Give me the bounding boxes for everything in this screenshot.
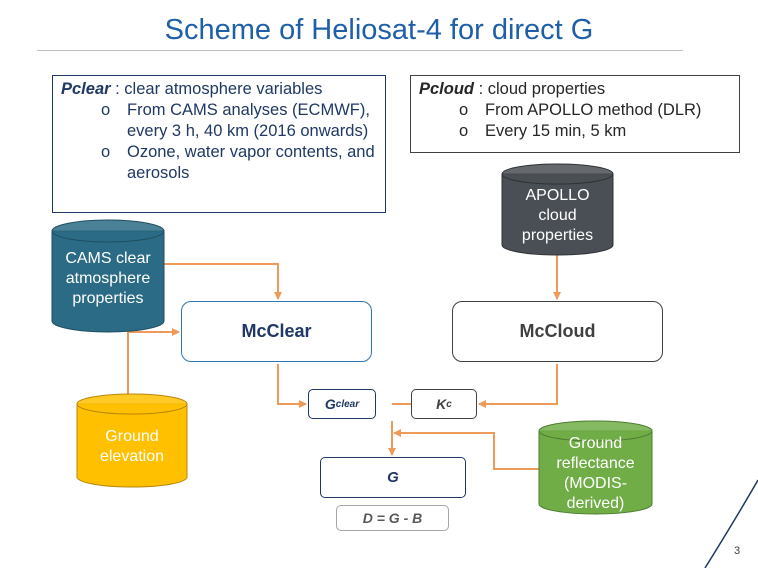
pcloud-info-box: Pcloud : cloud properties o From APOLLO … — [410, 75, 740, 153]
label-line: properties — [72, 290, 144, 307]
reflectance-cylinder: Ground reflectance (MODIS-derived) — [538, 420, 653, 516]
label-line: atmosphere — [65, 270, 151, 287]
cylinder-shape — [51, 219, 165, 333]
pcloud-bullet-text: Every 15 min, 5 km — [485, 122, 627, 140]
label-line: derived) — [566, 495, 625, 512]
apollo-cylinder-label: APOLLO cloud properties — [501, 183, 614, 249]
bullet-marker: o — [459, 122, 469, 140]
pcloud-heading: Pcloud : cloud properties — [419, 79, 731, 100]
label-line: reflectance — [556, 455, 635, 472]
bullet-marker: o — [101, 143, 111, 161]
label-line: cloud — [538, 207, 577, 224]
label-line: (MODIS- — [563, 475, 628, 492]
pclear-info-box: Pclear : clear atmosphere variables o Fr… — [52, 75, 386, 213]
cylinder-shape — [76, 393, 188, 488]
kc-subscript: c — [446, 398, 452, 410]
cylinder-shape — [538, 420, 653, 515]
pclear-bullet-2: o Ozone, water vapor contents, and aeros… — [61, 142, 377, 184]
pclear-bullet-text: Ozone, water vapor contents, and aerosol… — [127, 143, 375, 182]
label-line: Ground — [568, 435, 623, 452]
gclear-subscript: clear — [335, 398, 360, 410]
pcloud-heading-term: Pcloud — [419, 80, 475, 98]
elevation-cylinder-label: Ground elevation — [76, 417, 188, 477]
mcclear-box: McClear — [181, 301, 372, 362]
apollo-cylinder: APOLLO cloud properties — [501, 163, 614, 257]
cams-cylinder: CAMS clear atmosphere properties — [51, 219, 165, 333]
pcloud-bullet-text: From APOLLO method (DLR) — [485, 101, 702, 119]
g-output-box: G — [320, 457, 466, 498]
label-line: Ground — [105, 428, 159, 445]
label-line: APOLLO — [525, 187, 590, 204]
label-line: CAMS clear — [65, 250, 151, 267]
arrow-mcclear-to-gclear — [277, 364, 307, 408]
cylinder-shape — [501, 163, 614, 256]
corner-decoration — [704, 479, 758, 568]
label-line: properties — [521, 227, 594, 244]
pclear-bullet-1: o From CAMS analyses (ECMWF), every 3 h,… — [61, 100, 377, 142]
pcloud-bullet-1: o From APOLLO method (DLR) — [419, 100, 731, 121]
pclear-heading-text: : clear atmosphere variables — [110, 80, 323, 98]
pcloud-bullet-2: o Every 15 min, 5 km — [419, 121, 731, 142]
slide-title: Scheme of Heliosat-4 for direct G — [164, 14, 594, 46]
gclear-symbol: G — [324, 396, 336, 412]
pclear-bullet-text: From CAMS analyses (ECMWF), every 3 h, 4… — [127, 101, 370, 140]
page-number: 3 — [734, 545, 741, 557]
pclear-heading: Pclear : clear atmosphere variables — [61, 79, 377, 100]
mccloud-box: McCloud — [452, 301, 663, 362]
pcloud-heading-text: : cloud properties — [474, 80, 606, 98]
arrow-elevation-to-mcclear — [127, 328, 180, 395]
kc-symbol: K — [436, 396, 447, 412]
arrow-mccloud-to-kc — [478, 364, 558, 408]
label-line: elevation — [99, 448, 165, 465]
arrow-reflectance-to-g — [393, 429, 540, 470]
title-divider — [37, 50, 683, 51]
arrow-cams-to-mcclear — [163, 263, 282, 300]
bullet-marker: o — [459, 101, 469, 119]
direct-formula-box: D = G - B — [336, 505, 449, 531]
elevation-cylinder: Ground elevation — [76, 393, 188, 489]
reflectance-cylinder-label: Ground reflectance (MODIS-derived) — [538, 432, 653, 516]
bullet-marker: o — [101, 101, 111, 119]
pclear-heading-term: Pclear — [61, 80, 111, 98]
cams-cylinder-label: CAMS clear atmosphere properties — [51, 237, 165, 321]
